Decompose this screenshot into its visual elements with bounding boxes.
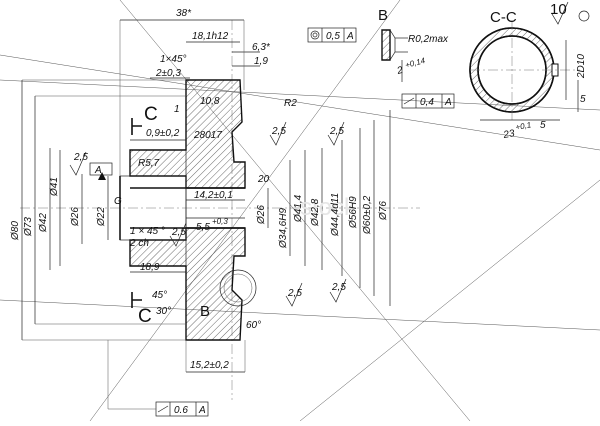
dimension-texts: 38* 18,1h12 6,3* 1×45° 1,9 2±0,3 1 10,8 … [10, 8, 587, 371]
tolerance-frames [107, 27, 455, 417]
dim-phi42-8: Ø42,8 [310, 198, 321, 227]
dim-6-3: 6,3* [252, 42, 271, 53]
dim-1: 1 [174, 104, 180, 115]
dim-10-8: 10,8 [200, 96, 220, 107]
dim-28017: 28017 [193, 130, 222, 141]
dim-14-2: 14,2±0,1 [194, 190, 233, 201]
dim-phi22: Ø22 [96, 207, 107, 227]
roughness-texts: 2,5 2,5 2,5 2,5 2,5 2,5 10 [73, 1, 567, 299]
label-c-bottom: C [138, 306, 152, 327]
angle-45: 45° [152, 290, 167, 301]
dim-2: 2 [395, 65, 405, 77]
dim-5-5: 5,5 [196, 222, 210, 233]
section-c-c-view [469, 20, 580, 121]
dim-1-9: 1,9 [254, 56, 268, 67]
section-labels: B B C-C C C G A [94, 7, 517, 327]
roughness-2-5-left: 2,5 [73, 152, 88, 163]
roughness-2-5-mid: 2,5 [271, 126, 286, 137]
dim-phi60: Ø60±0,2 [362, 195, 373, 235]
dim-phi44-4: Ø44,4d11 [330, 193, 341, 237]
roughness-2-5-right: 2,5 [329, 126, 344, 137]
dim-phi41-4: Ø41,4 [293, 194, 304, 223]
dim-phi41: Ø41 [49, 177, 60, 197]
dim-chamfer-2: 2 ch [129, 238, 149, 249]
dim-phi76: Ø76 [378, 201, 389, 221]
dim-r0-2: R0,2max [408, 34, 449, 45]
tol-runout-bottom-datum: A [198, 405, 206, 416]
dim-1x45: 1×45° [160, 54, 187, 65]
roughness-2-5-lowright: 2,5 [331, 282, 346, 293]
dim-5-b: 5 [540, 120, 546, 131]
tol-runout-top-value: 0,4 [420, 97, 434, 108]
dim-5-5-tol: +0,3 [212, 217, 228, 226]
dim-2-tol: +0,14 [404, 56, 426, 70]
dim-r5-7: R5,7 [138, 158, 160, 169]
watermark-text: stock [300, 194, 357, 221]
angle-30: 30° [156, 306, 171, 317]
dim-09: 0,9±0,2 [146, 128, 180, 139]
dim-phi80: Ø80 [10, 221, 21, 241]
dim-phi73: Ø73 [23, 217, 34, 237]
angle-60: 60° [246, 320, 261, 331]
dim-phi26: Ø26 [70, 207, 81, 227]
dim-18-9: 18,9 [140, 262, 160, 273]
label-b-bottom: B [200, 303, 210, 320]
roughness-2-5-low: 2,5 [287, 288, 302, 299]
dim-18-1: 18,1h12 [192, 31, 229, 42]
tol-runout-bottom-value: 0.6 [174, 405, 188, 416]
dim-38: 38* [176, 8, 192, 19]
dim-23-tol: +0,1 [515, 120, 532, 132]
roughness-symbols [69, 1, 590, 307]
dim-2-03: 2±0,3 [155, 68, 181, 79]
dim-20: 20 [257, 174, 270, 185]
tol-runout-top-datum: A [444, 97, 452, 108]
tolerance-texts: 0,5 A 0,4 A 0.6 A [174, 31, 452, 416]
dim-5-a: 5 [580, 94, 586, 105]
dim-phi56: Ø56H9 [348, 196, 359, 229]
tol-concentricity-value: 0,5 [326, 31, 340, 42]
roughness-2-5-bore: 2,5 [171, 227, 186, 238]
label-datum-a: A [94, 165, 102, 176]
dim-2d10: 2D10 [576, 54, 587, 79]
dim-phi26-right: Ø26 [256, 205, 267, 225]
dim-15-2: 15,2±0,2 [190, 360, 229, 371]
label-g: G [114, 196, 122, 207]
dim-phi42: Ø42 [38, 213, 49, 233]
diameter-dimension-lines [21, 79, 391, 341]
label-section-cc: C-C [490, 9, 517, 26]
label-c-top: C [144, 104, 158, 125]
label-view-b: B [378, 7, 388, 24]
length-dimension-lines [119, 19, 260, 373]
roughness-10: 10 [550, 1, 567, 18]
datum-a [89, 162, 113, 180]
gear-section [119, 79, 257, 341]
dim-23: 23 [502, 128, 516, 141]
dim-phi34-6: Ø34,6H9 [278, 208, 289, 249]
dim-chamfer-1: 1 × 45 ° [130, 226, 165, 237]
tol-concentricity-datum: A [346, 31, 354, 42]
detail-view-b [381, 29, 408, 82]
dim-r2: R2 [284, 98, 297, 109]
section-markers [131, 118, 142, 308]
